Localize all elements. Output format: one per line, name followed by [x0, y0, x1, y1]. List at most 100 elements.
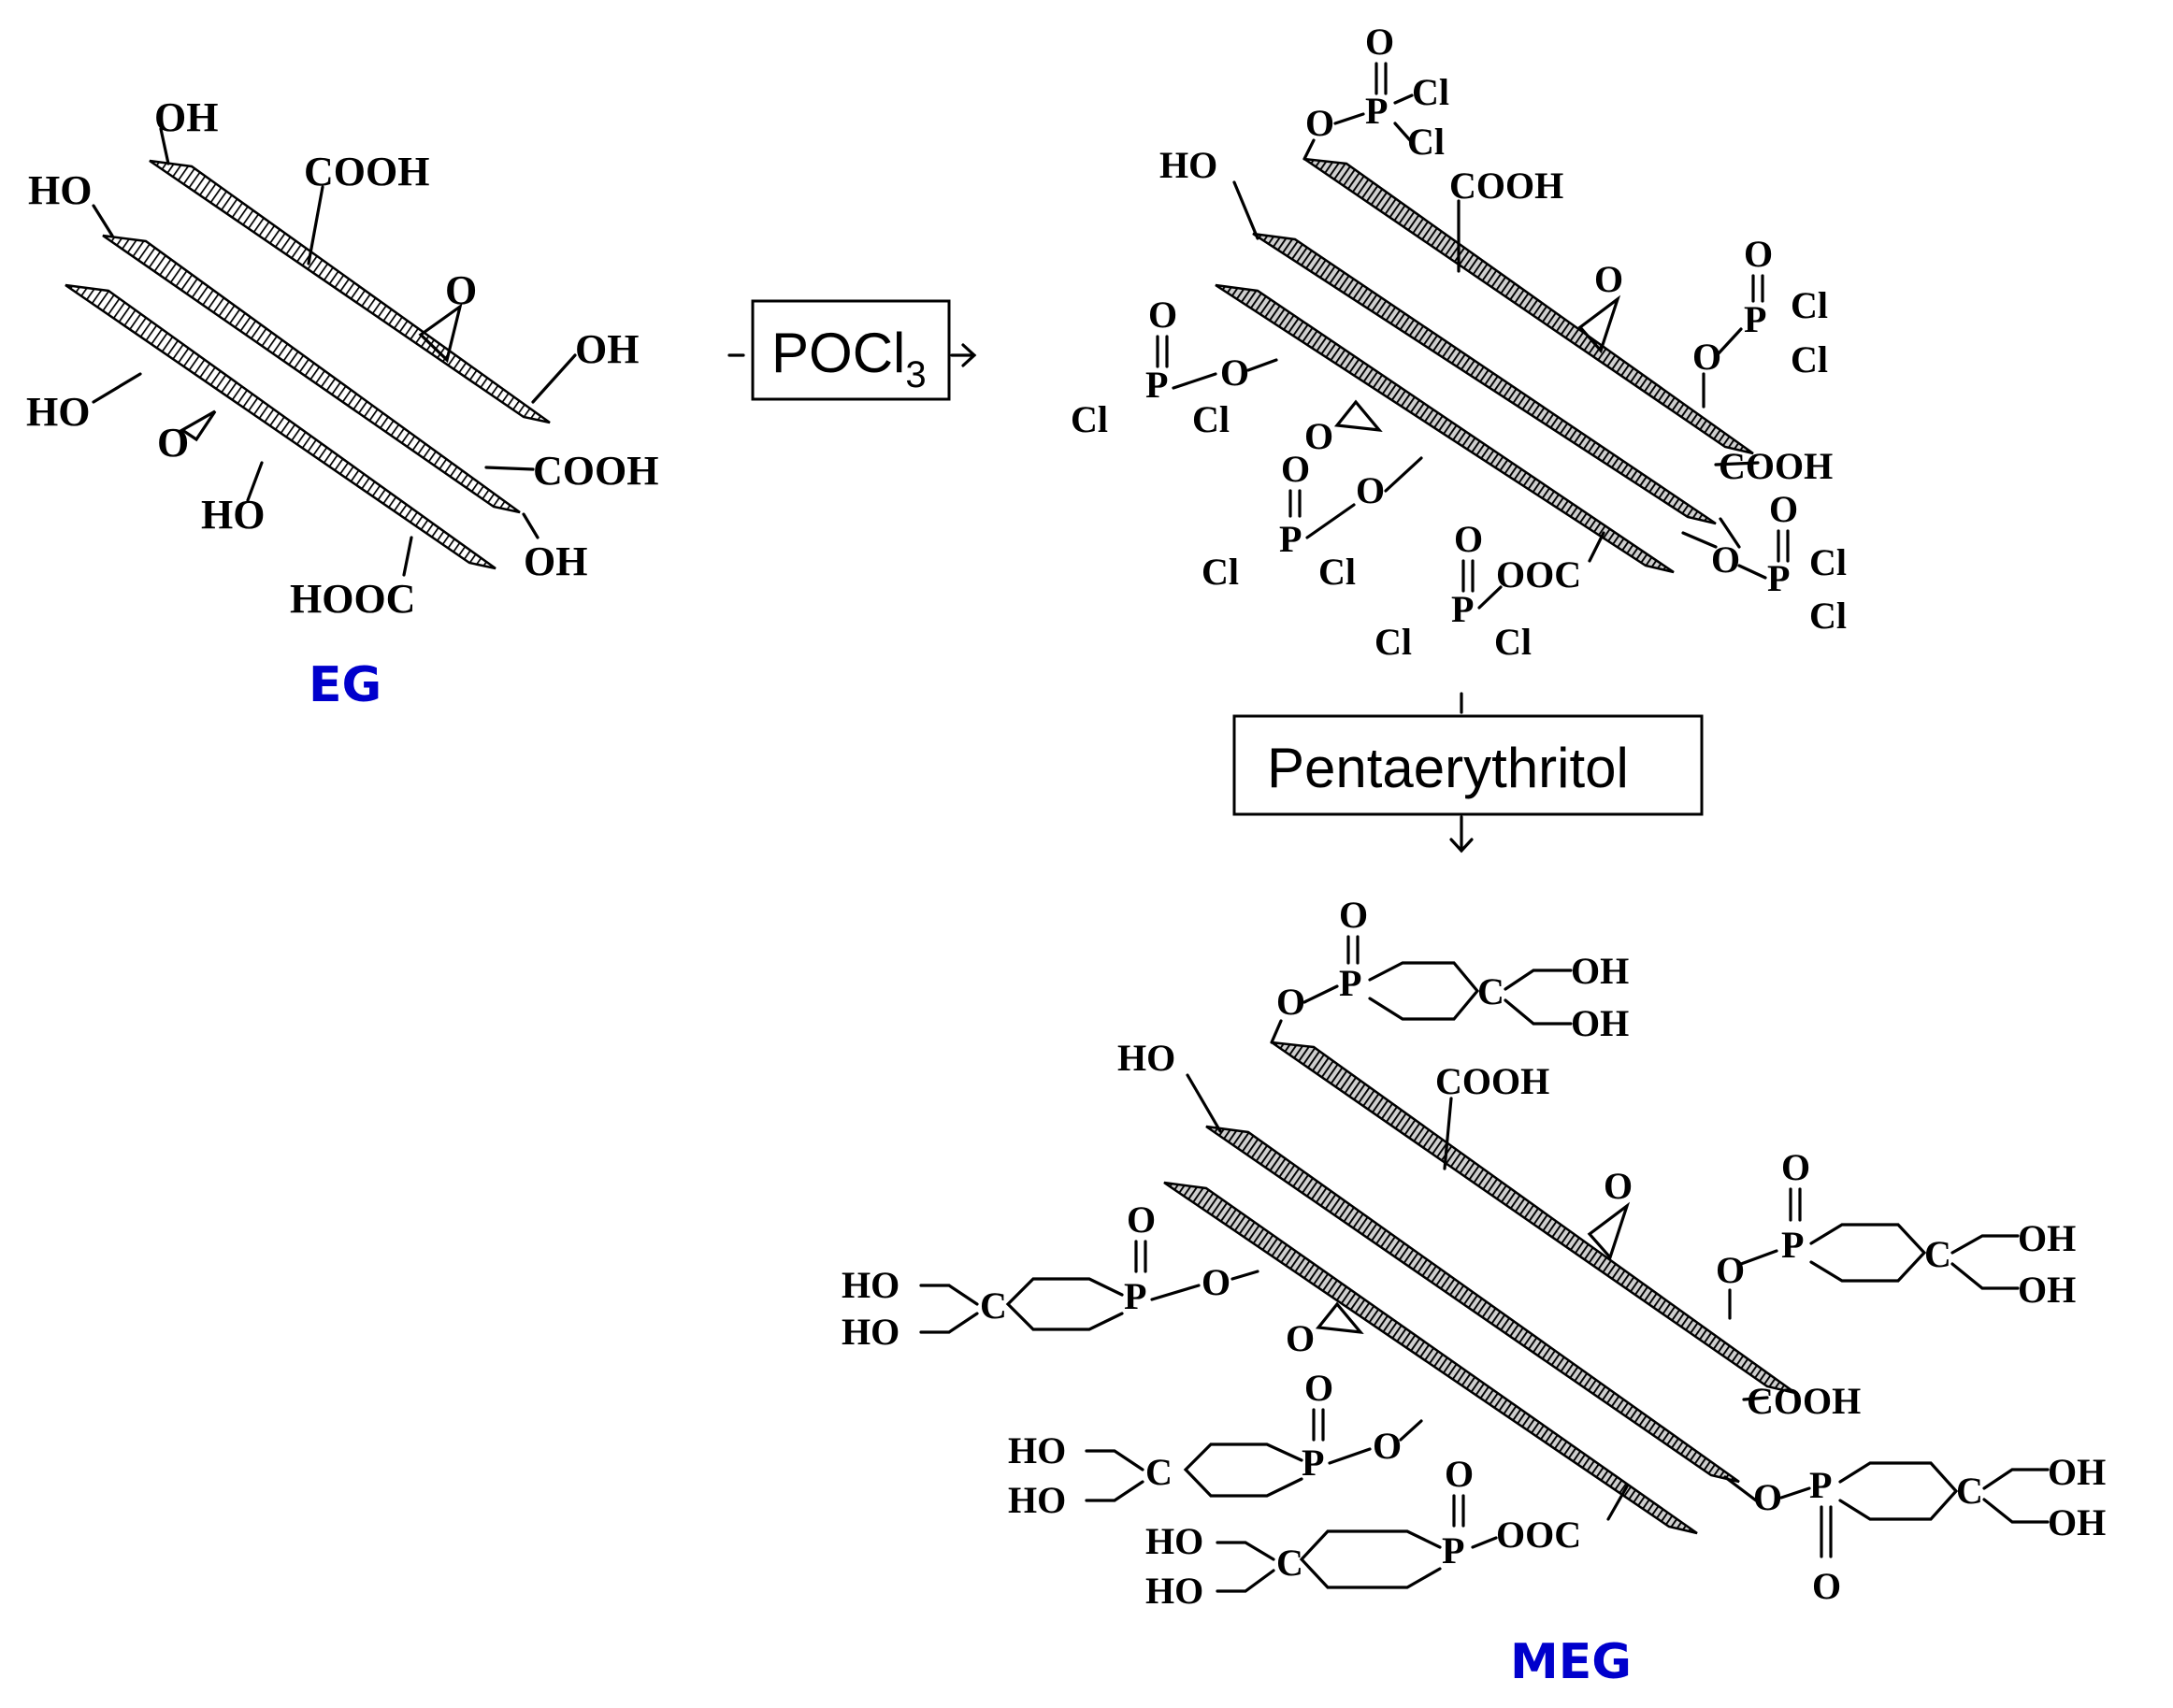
carboxyl-label: HOOC [290, 576, 415, 622]
hydroxyl-label: HO [1008, 1479, 1066, 1521]
phosphoryl-o: O [1365, 21, 1394, 63]
chlorine-label: Cl [1791, 284, 1828, 326]
graphene-sheet [1205, 1125, 1740, 1484]
graphene-sheet [65, 283, 496, 570]
chlorine-label: Cl [1494, 621, 1532, 663]
ester-o: O [1716, 1249, 1745, 1291]
hydroxyl-label: HO [201, 492, 265, 538]
epoxide-label: O [1604, 1165, 1633, 1207]
hydroxyl-label: OH [1571, 950, 1629, 992]
graphene-sheet [1252, 232, 1717, 525]
hydroxyl-label: OH [154, 94, 218, 140]
phosphorus-label: P [1809, 1464, 1832, 1506]
reagent-pocl3: POCl3 [771, 322, 927, 395]
phosphoryl-o: O [1304, 1367, 1333, 1409]
carboxyl-label: COOH [1747, 1380, 1861, 1422]
phosphoryl-o: O [1744, 233, 1773, 275]
chlorine-label: Cl [1809, 541, 1847, 583]
phosphoryl-o: O [1281, 448, 1310, 490]
hydroxyl-label: OH [2018, 1269, 2076, 1311]
ester-o: O [1305, 102, 1334, 144]
chlorine-label: Cl [1318, 551, 1356, 593]
carboxyl-label: COOH [1435, 1060, 1549, 1102]
hydroxyl-label: HO [1145, 1520, 1203, 1562]
quaternary-c: C [1924, 1233, 1951, 1275]
ester-o: O [1220, 352, 1249, 394]
graphene-sheet [102, 234, 521, 514]
graphene-sheet [1271, 1041, 1796, 1395]
phosphoryl-o: O [1769, 488, 1798, 530]
phosphorus-label: P [1744, 298, 1766, 340]
chlorine-label: Cl [1407, 121, 1445, 163]
graphene-sheet [149, 159, 551, 424]
epoxide-label: O [1594, 258, 1623, 300]
phosphoryl-o: O [1454, 518, 1483, 560]
quaternary-c: C [1145, 1451, 1173, 1493]
hydroxyl-label: HO [842, 1311, 899, 1353]
phosphoryl-o: O [1339, 894, 1368, 936]
quaternary-c: C [980, 1285, 1007, 1327]
reaction-arrow [1449, 815, 1474, 854]
ester-o: O [1753, 1476, 1782, 1518]
ester-o: O [1373, 1425, 1402, 1467]
phosphorus-label: P [1339, 962, 1361, 1004]
hydroxyl-label: OH [575, 326, 639, 372]
hydroxyl-label: OH [524, 538, 587, 584]
chlorine-label: Cl [1202, 551, 1239, 593]
ester-o: O [1202, 1261, 1230, 1303]
ester-o: O [1692, 336, 1721, 378]
carboxyl-label: COOH [533, 448, 658, 494]
quaternary-c: C [1477, 970, 1504, 1012]
pentaerythritol-phosphate: O P O C OH OH [1716, 1146, 2076, 1320]
phosphorus-label: P [1145, 364, 1168, 406]
carboxyl-label: COOH [1449, 165, 1563, 207]
hydroxyl-label: OH [2018, 1217, 2076, 1259]
hydroxyl-label: HO [26, 389, 90, 435]
carboxyl-label: COOH [304, 149, 429, 194]
meg-structure: O P O C OH OH HO COOH O O P O [842, 894, 2106, 1690]
graphene-sheet [1303, 157, 1754, 455]
epoxide-label: O [1304, 415, 1333, 457]
phosphorus-label: P [1365, 90, 1388, 132]
quaternary-c: C [1956, 1470, 1983, 1512]
phosphorus-label: P [1279, 518, 1302, 560]
hydroxyl-label: HO [1117, 1037, 1175, 1079]
phosphoryl-o: O [1812, 1565, 1841, 1607]
reagent-box [751, 299, 951, 401]
hydroxyl-label: OH [1571, 1002, 1629, 1044]
hydroxyl-label: HO [842, 1264, 899, 1306]
graphene-sheet [1163, 1181, 1698, 1535]
phosphorus-label: P [1302, 1442, 1324, 1484]
step1-reagent: POCl3 [727, 299, 977, 401]
step2-reagent: Pentaerythritol [1232, 692, 1704, 854]
hydroxyl-label: HO [28, 167, 92, 213]
intermediate-structure: O P Cl Cl O HO COOH O O P Cl Cl O O P Cl… [1071, 21, 1847, 663]
phosphoryl-o: O [1148, 294, 1177, 336]
chlorine-label: Cl [1192, 398, 1230, 440]
phosphoryl-o: O [1781, 1146, 1810, 1188]
pentaerythritol-phosphate: O P O C OH OH [1723, 1451, 2106, 1607]
epoxide-label: O [445, 267, 477, 313]
eg-structure: OH COOH HO O OH HO O HO COOH OH HOOC EG [26, 94, 658, 713]
eg-label: EG [309, 657, 381, 713]
phosphoryl-o: O [1445, 1453, 1474, 1495]
reaction-arrow [950, 343, 977, 367]
phosphorus-label: P [1451, 588, 1474, 630]
ester-label: OOC [1496, 1514, 1581, 1556]
pentaerythritol-phosphate: O P O C HO HO [1008, 1367, 1423, 1521]
ester-o: O [1711, 538, 1740, 581]
reagent-box [1232, 714, 1704, 816]
chlorine-label: Cl [1791, 338, 1828, 380]
reagent-pentaerythritol: Pentaerythritol [1267, 737, 1629, 799]
quaternary-c: C [1276, 1542, 1303, 1584]
pentaerythritol-phosphate: O P O C OH OH [1270, 894, 1629, 1044]
graphene-sheet [1215, 283, 1675, 574]
chlorine-label: Cl [1374, 621, 1412, 663]
hydroxyl-label: HO [1008, 1429, 1066, 1471]
chlorine-label: Cl [1412, 71, 1449, 113]
hydroxyl-label: OH [2048, 1451, 2106, 1493]
phosphorus-label: P [1781, 1224, 1804, 1266]
phosphorus-label: P [1442, 1529, 1464, 1572]
carboxyl-label: COOH [1719, 445, 1833, 487]
